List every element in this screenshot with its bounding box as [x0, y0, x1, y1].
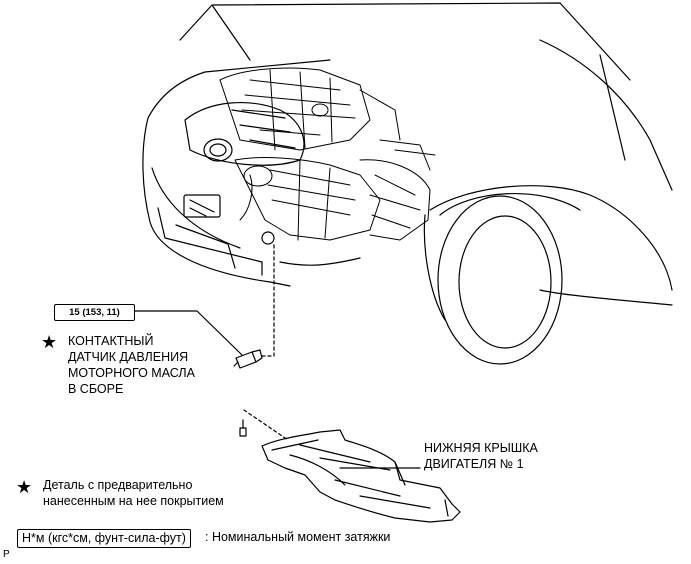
cover-label-line-1: НИЖНЯЯ КРЫШКА	[424, 441, 538, 455]
engine-under-cover	[261, 429, 461, 523]
hood-outline	[179, 2, 631, 81]
cover-label-line-2: ДВИГАТЕЛЯ № 1	[424, 457, 524, 471]
sensor-label-line-4: В СБОРЕ	[68, 382, 124, 396]
sensor-leader	[132, 310, 243, 356]
car-body-outline	[142, 39, 673, 321]
legend-unit-description: : Номинальный момент затяжки	[205, 530, 391, 544]
sensor-label-line-2: ДАТЧИК ДАВЛЕНИЯ	[68, 350, 189, 364]
legend-star-icon: ★	[16, 477, 33, 497]
front-wheel	[437, 192, 581, 365]
torque-spec-box: 15 (153, 11)	[54, 304, 135, 321]
sensor-locator-dashed	[261, 244, 275, 357]
bolt-locator-dashed	[243, 409, 289, 441]
corner-mark: P	[3, 549, 10, 560]
precoated-star-icon: ★	[41, 332, 58, 352]
legend-precoated-line-1: Деталь с предварительно	[43, 478, 193, 492]
legend-precoated-line-2: нанесенным на нее покрытием	[43, 494, 224, 508]
headlight-emblem	[183, 102, 305, 245]
sensor-label-line-1: КОНТАКТНЫЙ	[68, 334, 154, 348]
legend-unit-box: Н*м (кгс*см, фунт-сила-фут)	[17, 529, 191, 548]
cover-bolt	[239, 419, 247, 437]
sensor-label-line-3: МОТОРНОГО МАСЛА	[68, 366, 195, 380]
engine-block	[219, 67, 436, 241]
oil-pressure-sensor	[233, 349, 263, 369]
